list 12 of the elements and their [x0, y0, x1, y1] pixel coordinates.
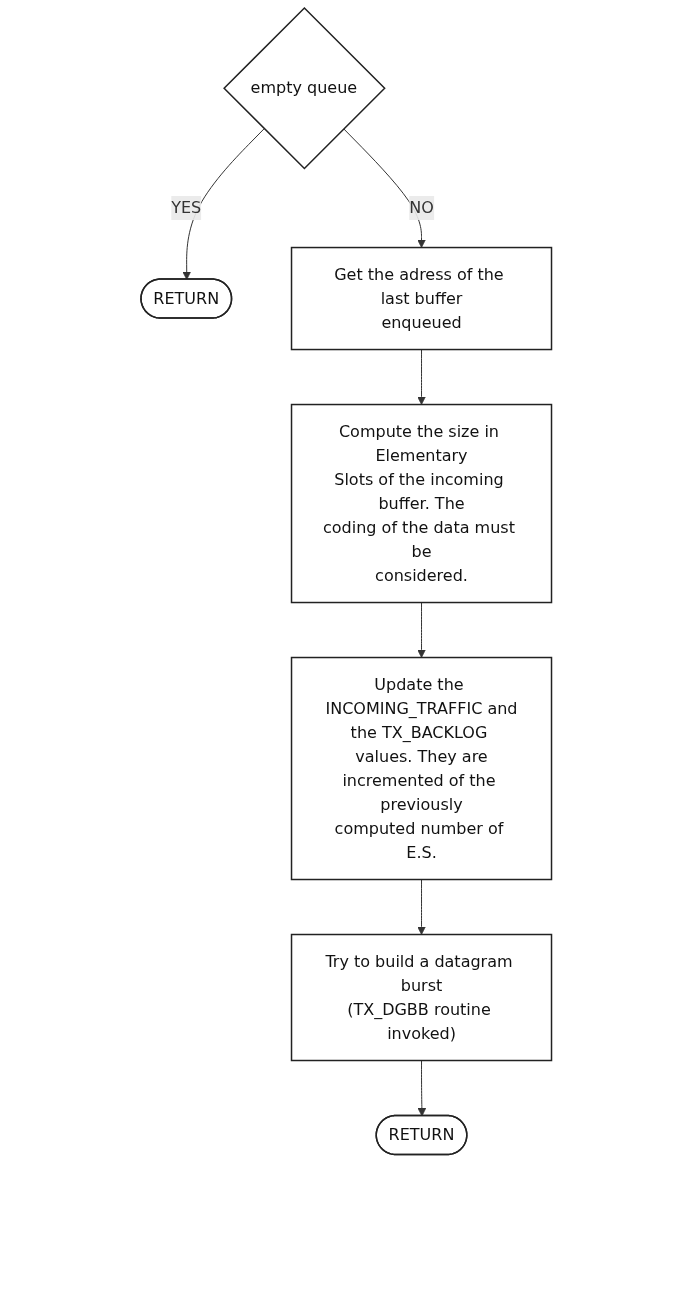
- node-diamond: empty queue: [222, 6, 386, 170]
- arrow: [182, 128, 265, 280]
- arrow: [416, 349, 426, 405]
- edge-label: YES: [170, 198, 202, 218]
- arrow: [416, 602, 426, 658]
- node-box: Try to build a datagram burst (TX_DGBB routine invoked): [290, 933, 552, 1062]
- arrow: [416, 879, 426, 935]
- edge-label: NO: [408, 198, 434, 218]
- arrow: [417, 1060, 426, 1117]
- node-box: Update the INCOMING_TRAFFIC and the TX_BACKLOG values. They are incremented of the previously computed number of E.S.: [290, 656, 552, 881]
- node-box: Compute the size in Elementary Slots of the incoming buffer. The coding of the data must be considered.: [290, 403, 552, 604]
- node-box: Get the adress of the last buffer enqueued: [290, 246, 552, 351]
